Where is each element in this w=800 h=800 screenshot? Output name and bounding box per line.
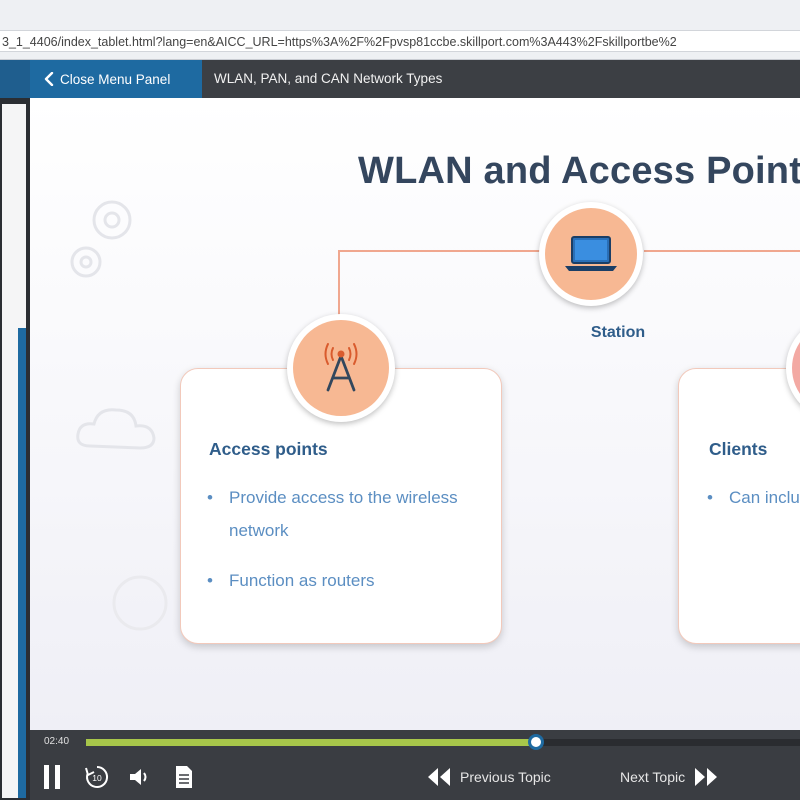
menu-panel-scrollbar[interactable] [18,328,26,798]
card-bullets: Can include devices [707,481,800,514]
header-left-strip [0,60,30,98]
list-item: Can include devices [707,481,800,514]
list-item: Provide access to the wireless network [207,481,477,547]
cloud-decoration-icon [76,408,156,450]
gear-decoration-icon [112,575,168,631]
progress-fill [86,739,536,746]
laptop-icon [565,236,617,271]
transcript-button[interactable] [174,764,194,790]
replay-10-button[interactable]: 10 [84,764,110,790]
connector-line [338,250,542,252]
station-circle [539,202,643,306]
clients-card: Clients Can include devices [678,368,800,644]
elapsed-time: 02:40 [44,736,70,747]
url-field[interactable]: 3_1_4406/index_tablet.html?lang=en&AICC_… [0,30,800,52]
slide-title: WLAN and Access Points [358,150,800,192]
progress-thumb[interactable] [528,734,544,750]
access-point-circle [287,314,395,422]
next-double-chevron-icon [695,768,718,786]
pause-button[interactable] [42,764,62,790]
pause-icon [44,765,60,789]
station-label: Station [590,324,646,341]
next-topic-label: Next Topic [620,769,686,785]
replay-seconds: 10 [92,773,102,783]
topic-title: WLAN, PAN, and CAN Network Types [214,71,443,86]
list-item: Function as routers [207,564,477,597]
connector-line [644,250,800,252]
gear-decoration-icon [70,200,132,278]
previous-double-chevron-icon [428,768,450,786]
course-header: Close Menu Panel WLAN, PAN, and CAN Netw… [0,60,800,98]
previous-topic-label: Previous Topic [460,769,551,785]
card-heading: Access points [209,439,328,459]
volume-icon [130,769,147,785]
card-bullets: Provide access to the wireless network F… [207,481,477,597]
volume-button[interactable] [128,764,152,790]
menu-panel [0,98,30,800]
chevron-left-icon [44,72,54,86]
close-menu-label: Close Menu Panel [60,71,171,87]
card-heading: Clients [709,439,768,459]
replay-10-icon: 10 [85,765,109,788]
access-points-card: Access points Provide access to the wire… [180,368,502,644]
player-controls: 02:40 10 Previous Topic Next Topic [30,730,800,800]
transcript-icon [176,766,192,788]
antenna-tower-icon [324,343,358,392]
close-menu-panel-button[interactable]: Close Menu Panel [30,60,202,98]
connector-line [338,250,340,316]
browser-address-bar: 3_1_4406/index_tablet.html?lang=en&AICC_… [0,0,800,60]
slide-canvas: WLAN and Access Points Station Access po… [30,98,800,730]
previous-topic-button[interactable]: Previous Topic [426,764,551,790]
next-topic-button[interactable]: Next Topic [620,764,719,790]
